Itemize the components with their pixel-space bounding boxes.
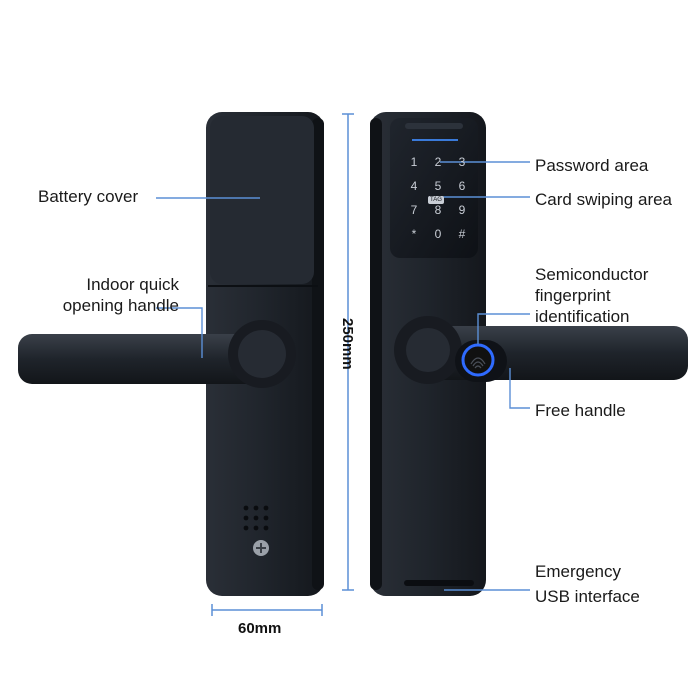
key-9: 9: [458, 203, 466, 217]
key-5: 5: [434, 179, 442, 193]
width-dimension: [211, 604, 323, 616]
key-1: 1: [410, 155, 418, 169]
indoor-lock-side-edge: [312, 118, 324, 590]
key-hash: #: [458, 227, 466, 241]
fingerprint-leader: [477, 313, 530, 344]
key-8: 8: [434, 203, 442, 217]
fingerprint-label-line3: identification: [535, 307, 630, 326]
height-dimension: [342, 113, 354, 591]
card-swiping-area-label: Card swiping area: [535, 190, 673, 209]
indoor-handle-label-line1: Indoor quick: [86, 275, 179, 294]
fingerprint-icon: [470, 357, 486, 369]
width-dimension-label: 60mm: [238, 620, 282, 637]
usb-label-line2: USB interface: [535, 587, 640, 606]
key-3: 3: [458, 155, 466, 169]
height-dimension-label: 250mm: [339, 318, 356, 370]
speaker-grille: [243, 505, 269, 531]
battery-cover-label: Battery cover: [38, 187, 139, 206]
outdoor-lock: [370, 112, 688, 596]
indoor-handle: [18, 334, 270, 384]
indoor-handle-leader: [156, 307, 203, 358]
free-handle-leader: [509, 368, 530, 409]
usb-port-cover: [404, 580, 474, 586]
sensor-strip: [405, 123, 463, 129]
battery-cover-panel: [210, 116, 314, 284]
keypad-panel: [390, 118, 478, 258]
outdoor-handle-hub: [406, 328, 450, 372]
keypad: 1 2 3 4 5 6 7 8 9 * 0 #: [402, 150, 472, 250]
password-area-label: Password area: [535, 156, 649, 175]
fingerprint-label-line1: Semiconductor: [535, 265, 649, 284]
indoor-lock: [18, 112, 324, 596]
free-handle-label: Free handle: [535, 401, 626, 420]
key-4: 4: [410, 179, 418, 193]
fingerprint-label-line2: fingerprint: [535, 286, 611, 305]
key-6: 6: [458, 179, 466, 193]
usb-label-line1: Emergency: [535, 562, 621, 581]
screw-slot: [256, 543, 266, 553]
key-7: 7: [410, 203, 418, 217]
key-2: 2: [434, 155, 442, 169]
indoor-handle-label-line2: opening handle: [62, 296, 179, 315]
indoor-handle-hub: [238, 330, 286, 378]
key-star: *: [411, 227, 417, 241]
card-tag-badge: TAG: [428, 196, 444, 204]
key-0: 0: [434, 227, 442, 241]
outdoor-lock-side-edge: [370, 118, 382, 590]
fingerprint-ring: [461, 343, 495, 377]
